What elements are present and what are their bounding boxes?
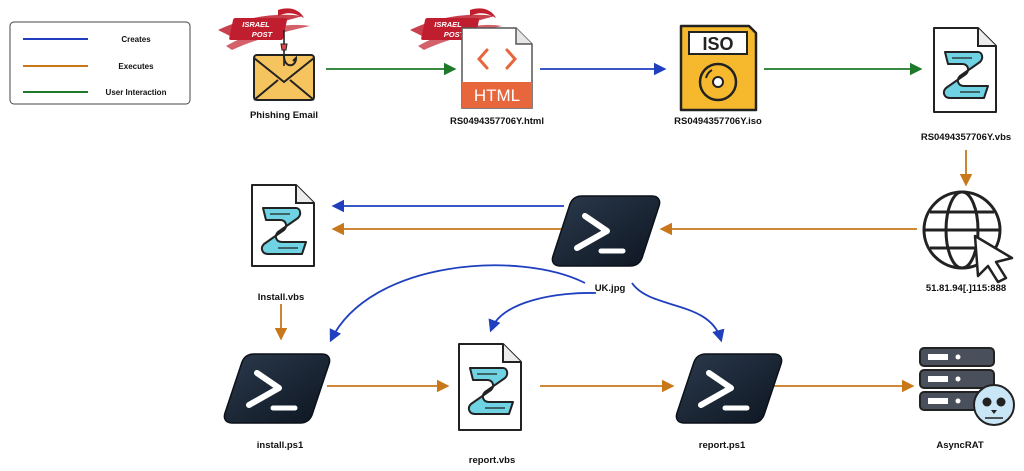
legend: Creates Executes User Interaction (9, 21, 191, 105)
node-label-install-vbs: Install.vbs (258, 292, 304, 303)
iso-file-icon: ISO (679, 24, 758, 112)
israel-post-logo-1-line2: POST (252, 30, 274, 39)
node-remote-host: 51.81.94[.]115:888 (922, 190, 1014, 294)
node-phishing-email: Phishing Email (250, 30, 318, 121)
node-label-iso-file: RS0494357706Y.iso (674, 116, 762, 127)
israel-post-logo-2-line2: POST (444, 30, 466, 39)
node-report-vbs: report.vbs (458, 343, 522, 466)
powershell-icon (551, 195, 661, 267)
israel-post-logo-1-line1: ISRAEL (242, 20, 270, 29)
edge-ukjpg-to-report-vbs (488, 292, 597, 333)
node-label-asyncrat: AsyncRAT (936, 440, 984, 451)
edges (274, 62, 973, 393)
server-skull-icon (919, 347, 1015, 426)
html-file-badge: HTML (474, 86, 520, 105)
node-asyncrat: AsyncRAT (919, 347, 1015, 451)
node-uk-jpg: UK.jpg (551, 195, 661, 294)
html-file-icon: HTML (461, 27, 533, 109)
node-label-vbs-file: RS0494357706Y.vbs (921, 132, 1011, 143)
legend-box (9, 21, 191, 105)
node-install-vbs: Install.vbs (251, 184, 315, 303)
globe-cursor-icon (922, 190, 1014, 284)
node-vbs-file: RS0494357706Y.vbs (921, 27, 1011, 143)
node-label-remote-host: 51.81.94[.]115:888 (926, 283, 1006, 294)
edge-ukjpg-to-report-ps1 (631, 282, 725, 343)
node-html-file: HTML RS0494357706Y.html (450, 27, 544, 127)
node-label-install-ps1: install.ps1 (257, 440, 304, 451)
israel-post-logo-2-line1: ISRAEL (434, 20, 462, 29)
legend-executes-label: Executes (118, 62, 154, 71)
script-file-icon (458, 343, 522, 431)
powershell-icon (675, 353, 783, 424)
iso-file-badge: ISO (702, 34, 733, 54)
legend-creates-label: Creates (121, 35, 151, 44)
script-file-icon (251, 184, 315, 267)
envelope-hook-icon (253, 30, 315, 101)
legend-user-interaction-label: User Interaction (106, 88, 167, 97)
node-label-report-ps1: report.ps1 (699, 440, 746, 451)
node-iso-file: ISO RS0494357706Y.iso (674, 24, 762, 127)
script-file-icon (933, 27, 997, 113)
node-label-uk-jpg: UK.jpg (595, 283, 626, 294)
node-install-ps1: install.ps1 (223, 353, 331, 451)
israel-post-logo-1: ISRAEL POST (218, 8, 310, 50)
node-label-phishing-email: Phishing Email (250, 110, 318, 121)
node-label-report-vbs: report.vbs (469, 455, 515, 466)
edge-ukjpg-to-install-ps1 (329, 264, 586, 343)
node-report-ps1: report.ps1 (675, 353, 783, 451)
powershell-icon (223, 353, 331, 424)
node-label-html-file: RS0494357706Y.html (450, 116, 544, 127)
